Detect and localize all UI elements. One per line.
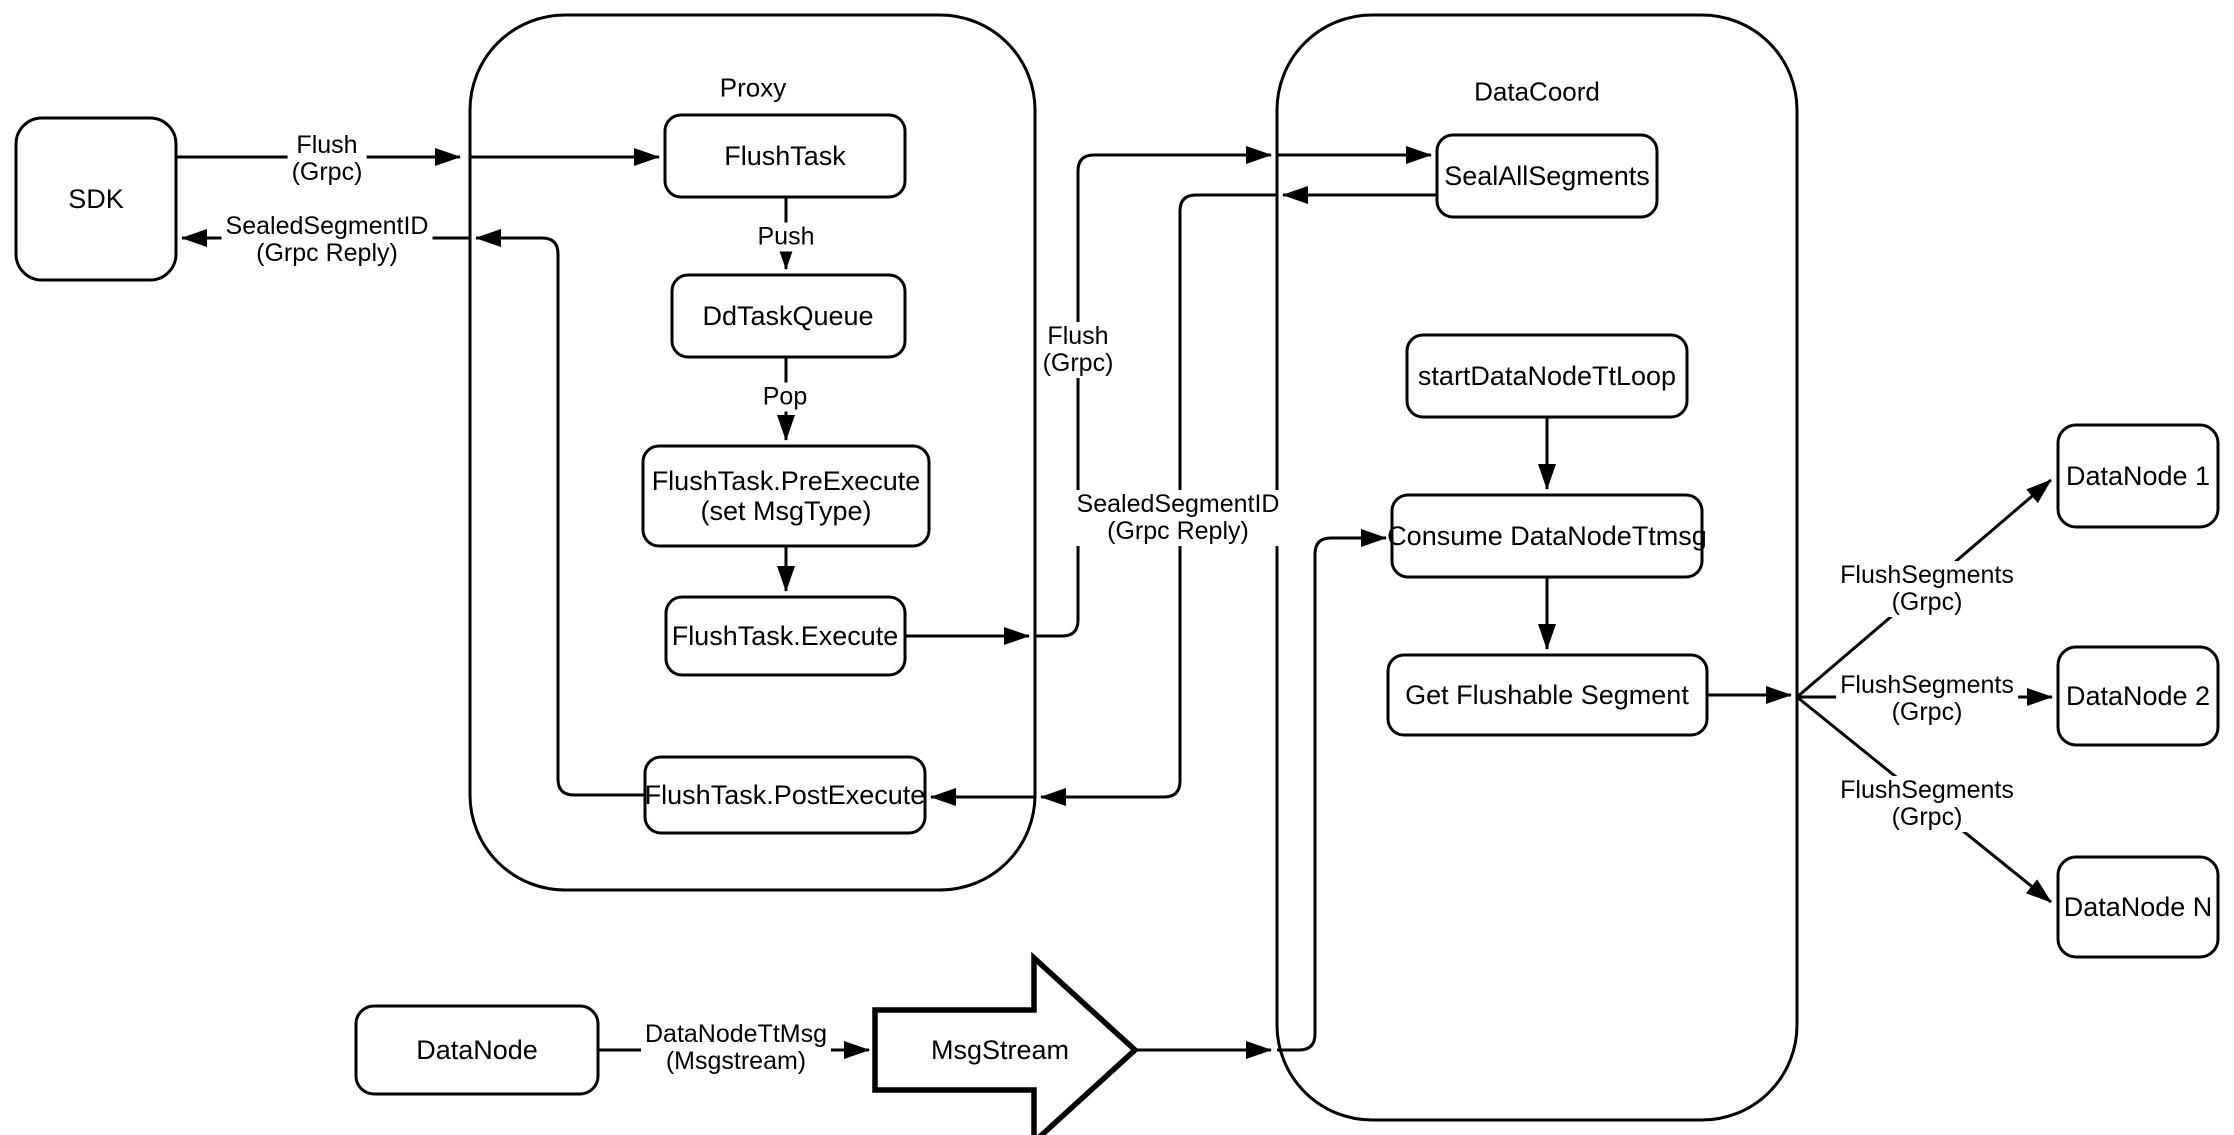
node-sdk-box: [14, 116, 178, 282]
datacoord-container: [1275, 13, 1799, 1122]
node-ddtaskqueue-box: [670, 273, 907, 359]
node-flushtask-box: [663, 113, 907, 199]
edge-label-push: Push: [753, 222, 819, 252]
proxy-title: Proxy: [719, 72, 787, 103]
node-sealallsegments-box: [1435, 133, 1659, 219]
node-label-datanode-source: DataNode: [416, 1035, 538, 1065]
edge-label-sdk-flush: Flush (Grpc): [287, 131, 367, 187]
edge-label-pop: Pop: [758, 382, 812, 412]
node-datanode2-box: [2056, 645, 2220, 747]
edge-wall-to-consume: [1277, 529, 1387, 1052]
edge-label-sdk-reply-line2: (Grpc Reply): [256, 239, 398, 267]
msgstream-arrow-shape: [872, 951, 1140, 1135]
edge-label-flushsegments-2: FlushSegments (Grpc): [1836, 671, 2018, 727]
node-execute-box: [664, 595, 907, 677]
edge-label-proxy-reply-line2: (Grpc Reply): [1107, 517, 1249, 545]
edge-label-sdk-reply: SealedSegmentID (Grpc Reply): [221, 212, 433, 268]
edge-label-datanodettmsg: DataNodeTtMsg (Msgstream): [640, 1020, 832, 1076]
node-label-preexecute: FlushTask.PreExecute (set MsgType): [652, 466, 921, 526]
node-getflushablesegment-box: [1386, 653, 1709, 737]
edge-label-datanodettmsg-line1: DataNodeTtMsg: [644, 1020, 828, 1048]
edge-label-proxy-flush: Flush (Grpc): [1038, 322, 1118, 378]
edge-label-flushsegments-2-line1: FlushSegments: [1840, 671, 2014, 699]
node-postexecute-box: [643, 755, 927, 835]
node-label-datanoden: DataNode N: [2063, 892, 2213, 922]
edge-label-proxy-reply-line1: SealedSegmentID: [1076, 490, 1280, 518]
edge-label-sdk-reply-line1: SealedSegmentID: [225, 212, 429, 240]
edge-label-sdk-flush-line1: Flush: [296, 131, 358, 159]
edge-label-flushsegments-1: FlushSegments (Grpc): [1836, 561, 2018, 617]
edge-label-flushsegments-3: FlushSegments (Grpc): [1836, 776, 2018, 832]
node-label-datanode2: DataNode 2: [2065, 681, 2211, 711]
node-label-sealallsegments: SealAllSegments: [1444, 161, 1650, 191]
node-label-postexecute: FlushTask.PostExecute: [644, 780, 926, 810]
node-preexecute-box: [641, 444, 931, 548]
node-datanoden-box: [2056, 855, 2220, 959]
node-startdatanodettloop-box: [1405, 333, 1689, 419]
datacoord-title: DataCoord: [1474, 76, 1600, 107]
edge-label-sdk-flush-line2: (Grpc): [291, 158, 363, 186]
node-datanode1-box: [2056, 423, 2220, 529]
node-label-execute: FlushTask.Execute: [671, 621, 899, 651]
node-label-datanode1: DataNode 1: [2065, 461, 2211, 491]
node-label-getflushablesegment: Get Flushable Segment: [1405, 680, 1689, 710]
node-label-startdatanodettloop: startDataNodeTtLoop: [1417, 361, 1677, 391]
edge-label-datanodettmsg-line2: (Msgstream): [665, 1047, 807, 1075]
node-label-ddtaskqueue: DdTaskQueue: [702, 301, 874, 331]
node-label-preexecute-line2: (set MsgType): [700, 496, 872, 526]
edge-label-flushsegments-2-line2: (Grpc): [1891, 698, 1963, 726]
node-label-consumedatanodettmsg: Consume DataNodeTtmsg: [1387, 521, 1707, 551]
node-label-flushtask: FlushTask: [724, 141, 846, 171]
node-label-sdk: SDK: [68, 184, 124, 214]
edge-label-flushsegments-3-line1: FlushSegments: [1840, 776, 2014, 804]
edge-label-flushsegments-1-line2: (Grpc): [1891, 588, 1963, 616]
edge-postexecute-to-wall: [475, 229, 645, 797]
edge-label-proxy-flush-line2: (Grpc): [1042, 349, 1114, 377]
node-label-preexecute-line1: FlushTask.PreExecute: [651, 466, 921, 496]
edge-label-proxy-reply: SealedSegmentID (Grpc Reply): [1072, 490, 1284, 546]
proxy-container: [468, 13, 1037, 892]
edge-label-flushsegments-1-line1: FlushSegments: [1840, 561, 2014, 589]
edge-label-proxy-flush-line1: Flush: [1047, 322, 1109, 350]
node-datanode-source-box: [354, 1004, 600, 1096]
node-label-msgstream: MsgStream: [930, 1035, 1070, 1065]
edge-label-flushsegments-3-line2: (Grpc): [1891, 803, 1963, 831]
edge-flush-to-datacoord: [1035, 146, 1272, 638]
node-consumedatanodettmsg-box: [1390, 493, 1704, 579]
